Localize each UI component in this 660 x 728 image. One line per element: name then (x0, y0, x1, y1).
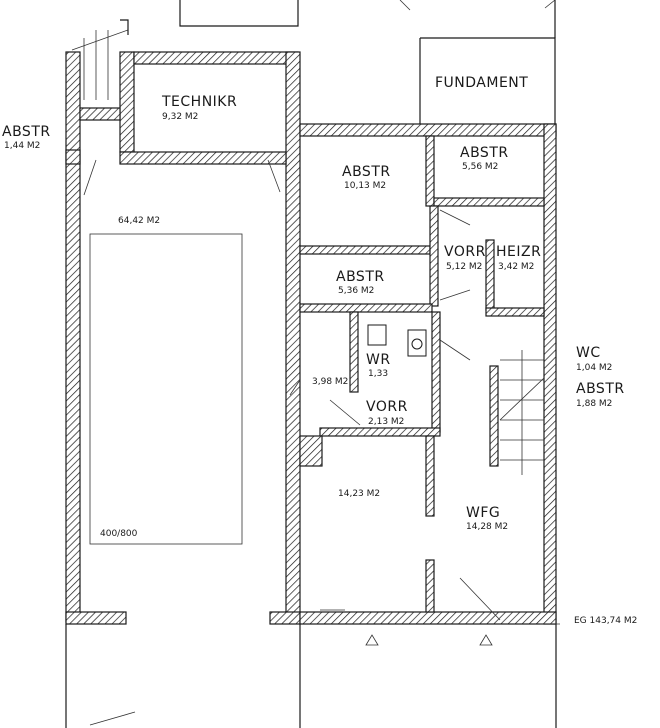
floor-total-area: EG 143,74 M2 (574, 616, 638, 626)
room-label-fundament: FUNDAMENT (435, 75, 529, 91)
room-area-wc: 1,04 M2 (576, 363, 613, 373)
room-area-small: 3,98 M2 (312, 377, 349, 387)
room-area-vorr-2: 2,13 M2 (368, 417, 405, 427)
room-area-vorr-1: 5,12 M2 (446, 262, 483, 272)
walls (65, 51, 557, 625)
room-label-technikr: TECHNIKR (162, 94, 238, 110)
front-outline (65, 623, 560, 728)
room-label-vorr-1: VORR (444, 244, 486, 260)
room-area-wfg: 14,28 M2 (466, 522, 509, 532)
room-area-abstr-left: 1,44 M2 (4, 141, 41, 151)
room-label-abstr-4: ABSTR (576, 381, 625, 397)
room-area-garage: 64,42 M2 (118, 216, 161, 226)
room-area-abstr-2: 5,56 M2 (462, 162, 499, 172)
room-label-abstr-2: ABSTR (460, 145, 509, 161)
room-area-abstr-4: 1,88 M2 (576, 399, 613, 409)
room-area-heizr: 3,42 M2 (498, 262, 535, 272)
wc-fixtures (367, 324, 427, 357)
room-area-abstr-3: 5,36 M2 (338, 286, 375, 296)
room-label-heizr: HEIZR (496, 244, 542, 260)
garage-door-size: 400/800 (100, 529, 138, 539)
room-label-vorr-2: VORR (366, 399, 408, 415)
door-swings (83, 159, 501, 621)
room-label-wc: WC (576, 345, 601, 361)
room-area-living: 14,23 M2 (338, 489, 381, 499)
room-label-wr: WR (366, 352, 391, 368)
room-label-abstr-left: ABSTR (2, 124, 51, 140)
room-label-wfg: WFG (466, 505, 501, 521)
room-area-technikr: 9,32 M2 (162, 112, 199, 122)
entrance-markers (365, 634, 493, 646)
upper-outline (179, 0, 556, 125)
room-label-abstr-3: ABSTR (336, 269, 385, 285)
stair-top-left (71, 19, 129, 100)
stair-right (499, 350, 545, 475)
room-label-abstr-1: ABSTR (342, 164, 391, 180)
room-area-abstr-1: 10,13 M2 (344, 181, 387, 191)
room-area-wr: 1,33 (368, 369, 389, 379)
garage-space (89, 233, 243, 545)
